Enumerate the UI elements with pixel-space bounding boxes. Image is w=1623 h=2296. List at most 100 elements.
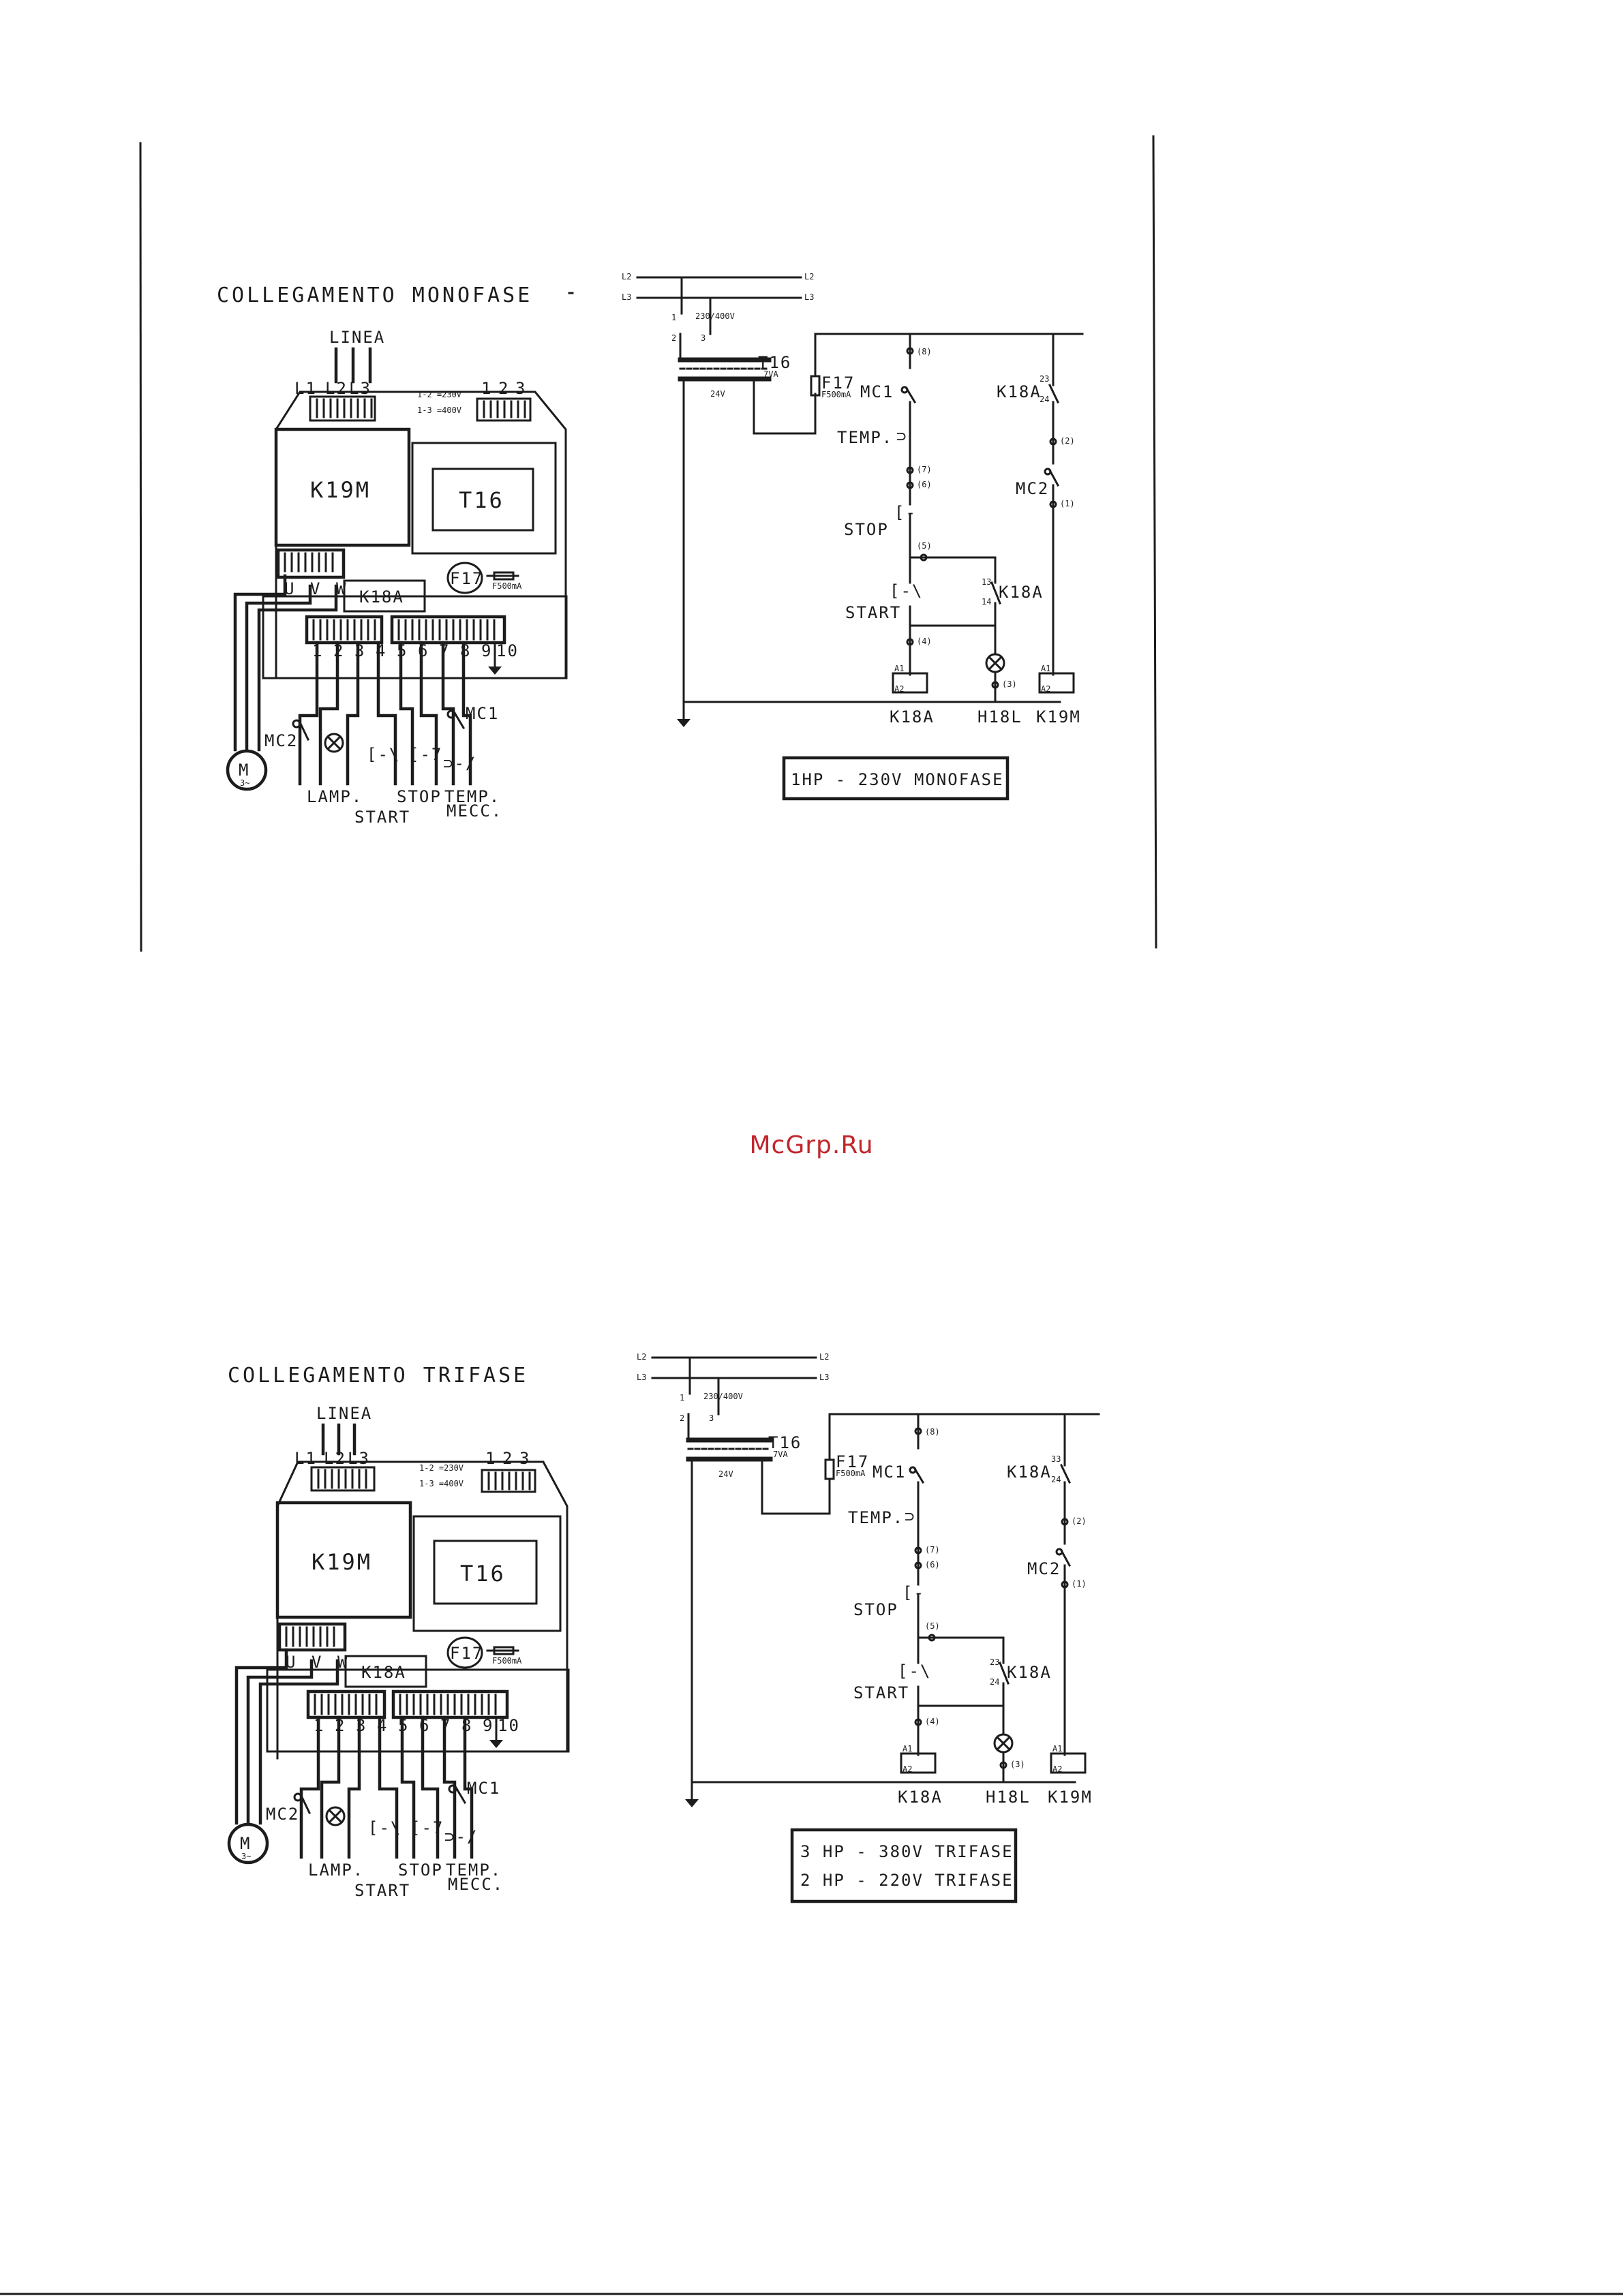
ground-icon [488, 667, 502, 675]
node-5: (5) [917, 541, 932, 551]
terminal-strip-left [306, 1689, 386, 1719]
stop-button-icon: [- [894, 503, 917, 522]
motor-lead [246, 1659, 314, 1825]
transformer-pin-3: 3 [709, 1413, 714, 1423]
coil-pin-a1: A1 [1052, 1744, 1062, 1754]
terminal-number: 9 [483, 1716, 494, 1735]
coil-pin-a1: A1 [894, 664, 904, 673]
start-button-icon: [-\ [890, 581, 923, 600]
aux-terminal-1: 1 [485, 1449, 496, 1468]
aux-terminal-1: 1 [481, 379, 492, 398]
load-k18a-label: K18A [890, 707, 935, 726]
coil-pin-a1: A1 [1041, 664, 1050, 673]
node-1: (1) [1060, 499, 1075, 508]
aux-terminal-3: 3 [515, 379, 526, 398]
line-l3-label-left: L3 [637, 1373, 646, 1382]
terminal-number: 10 [496, 641, 519, 660]
node-3: (3) [1002, 679, 1017, 689]
k18a-aux-contact-icon [1059, 1463, 1072, 1484]
k18a-aux-contact-icon [1048, 383, 1060, 404]
wire [399, 641, 414, 786]
coil-pin-a2: A2 [894, 684, 904, 694]
transformer-pin-1: 1 [671, 313, 676, 322]
motor-lead [233, 574, 287, 752]
rating-line: 3 HP - 380V TRIFASE [800, 1842, 1014, 1861]
hold-pin-top: 23 [990, 1657, 999, 1667]
line-l2-label-right: L2 [804, 272, 814, 281]
coil-k19m-icon [1038, 672, 1075, 694]
start-label: START [845, 603, 901, 622]
mc1-label: MC1 [466, 704, 499, 723]
load-k18a-label: K18A [898, 1788, 943, 1807]
motor-symbol: M [239, 761, 249, 780]
line-l2-label-left: L2 [637, 1352, 646, 1362]
aux-terminal-block [481, 1469, 536, 1493]
wire [419, 641, 438, 786]
mc2-contact-icon [1048, 468, 1060, 487]
temp-label: TEMP. [848, 1508, 904, 1527]
coil-k18a-icon [900, 1752, 937, 1774]
transformer-label: T16 [758, 353, 791, 372]
terminal-number: 3 [354, 641, 365, 660]
mc2-label: MC2 [1016, 479, 1049, 498]
terminal-strip-right [391, 1689, 509, 1719]
line-terminal-block [309, 395, 376, 422]
scan-edge-line-left [139, 142, 142, 952]
mc1-label: MC1 [860, 382, 894, 401]
section-title: COLLEGAMENTO TRIFASE [228, 1364, 528, 1388]
stop-label: STOP [397, 787, 442, 806]
wire [442, 1715, 457, 1859]
inner-panel [266, 1668, 570, 1753]
wire [421, 1715, 440, 1859]
motor-terminal-u: U [286, 1653, 297, 1672]
temp-contact-icon: ⊃-/ [443, 754, 476, 773]
terminal-number: 8 [461, 1716, 472, 1735]
transformer-va: 7VA [773, 1450, 788, 1459]
rating-box [782, 756, 1010, 801]
hold-pin-bottom: 24 [990, 1677, 999, 1687]
line-l2-label-left: L2 [622, 272, 631, 281]
supply-rail [828, 1413, 1100, 1461]
temp-contact-icon: ⊃ [896, 427, 907, 446]
start-button-icon: [-\ [368, 1818, 401, 1837]
fuse-rating: F500mA [836, 1469, 866, 1478]
voltage-note-13: 1-3 =400V [417, 405, 461, 415]
motor-terminal-block [276, 548, 346, 579]
node-3: (3) [1010, 1760, 1025, 1769]
line-terminal-l2: L2 [325, 379, 348, 398]
aux-pin-bottom: 24 [1051, 1475, 1061, 1484]
terminal-number: 8 [460, 641, 471, 660]
mecc-label: MECC. [448, 1875, 504, 1894]
mc1-label: MC1 [873, 1463, 906, 1482]
start-label: START [853, 1683, 909, 1702]
wire [347, 1715, 361, 1859]
node-2: (2) [1072, 1516, 1087, 1526]
terminal-number: 9 [481, 641, 492, 660]
temp-contact-icon: ⊃ [905, 1507, 915, 1526]
terminal-number: 10 [498, 1716, 520, 1735]
aux-terminal-2: 2 [502, 1449, 513, 1468]
fuse-icon [810, 375, 821, 397]
motor-lead [245, 584, 312, 752]
fuse-label: F17 [450, 569, 483, 588]
node-7: (7) [917, 465, 932, 474]
motor-icon [226, 749, 268, 791]
fuse-label: F17 [450, 1644, 483, 1663]
mc2-contact-icon [1059, 1548, 1072, 1567]
stop-label: STOP [853, 1600, 898, 1619]
lamp-icon [325, 1806, 346, 1826]
transformer-pin-2: 2 [680, 1413, 684, 1423]
stop-label: STOP [844, 520, 889, 539]
transformer-voltage: 230/400V [695, 311, 735, 321]
aux-pin-bottom: 24 [1040, 395, 1049, 404]
hold-pin-bottom: 14 [982, 597, 991, 607]
contactor-label: K19M [312, 1549, 372, 1575]
line-l3-label-left: L3 [622, 292, 631, 302]
line-l3-label-right: L3 [819, 1373, 829, 1382]
k18a-hold-label: K18A [999, 583, 1044, 602]
coil-pin-a2: A2 [1052, 1764, 1062, 1774]
transformer-outer-box [412, 1515, 562, 1632]
mecc-label: MECC. [446, 801, 502, 821]
load-k19m-label: K19M [1048, 1788, 1093, 1807]
mc1-contact-icon [905, 386, 917, 404]
